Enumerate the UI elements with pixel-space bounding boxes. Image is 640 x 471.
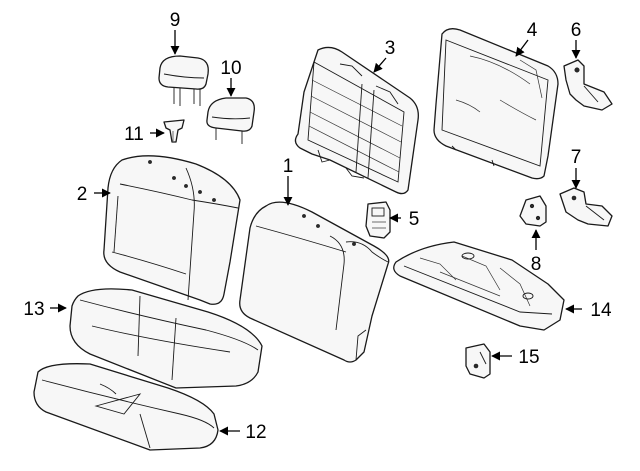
seat-cushion-pad-part[interactable] bbox=[33, 363, 219, 451]
callout-13: 13 bbox=[23, 299, 44, 320]
callout-2: 2 bbox=[77, 184, 88, 205]
seat-back-panel-part[interactable] bbox=[433, 28, 559, 180]
center-headrest-part[interactable] bbox=[206, 97, 255, 144]
callout-3: 3 bbox=[385, 38, 396, 59]
callout-9: 9 bbox=[170, 10, 181, 31]
leader-lines bbox=[50, 30, 582, 436]
callout-4: 4 bbox=[527, 20, 538, 41]
latch-part[interactable] bbox=[365, 201, 391, 239]
callout-12: 12 bbox=[245, 422, 266, 443]
bracket-lower-part[interactable] bbox=[559, 187, 613, 227]
callout-10: 10 bbox=[220, 58, 241, 79]
bracket-top-part[interactable] bbox=[563, 59, 613, 111]
hinge-part[interactable] bbox=[519, 195, 547, 227]
floor-panel-part[interactable] bbox=[393, 241, 565, 331]
callout-6: 6 bbox=[571, 20, 582, 41]
callout-5: 5 bbox=[409, 209, 420, 230]
seat-back-frame-part[interactable] bbox=[294, 46, 419, 195]
callout-8: 8 bbox=[531, 254, 542, 275]
small-bracket-part[interactable] bbox=[465, 343, 491, 379]
guide-clip-part[interactable] bbox=[163, 119, 185, 143]
callout-14: 14 bbox=[590, 300, 612, 321]
seat-back-part[interactable] bbox=[239, 201, 390, 363]
seat-cushion-cover-part[interactable] bbox=[69, 288, 263, 389]
headrest-part[interactable] bbox=[158, 55, 209, 106]
callout-7: 7 bbox=[571, 147, 582, 168]
seat-back-cover-part[interactable] bbox=[103, 155, 241, 305]
callout-11: 11 bbox=[124, 124, 144, 145]
callout-labels: 1 2 3 4 5 6 7 8 9 10 11 12 13 14 15 bbox=[23, 10, 612, 443]
callout-1: 1 bbox=[283, 156, 294, 177]
callout-15: 15 bbox=[518, 347, 539, 368]
